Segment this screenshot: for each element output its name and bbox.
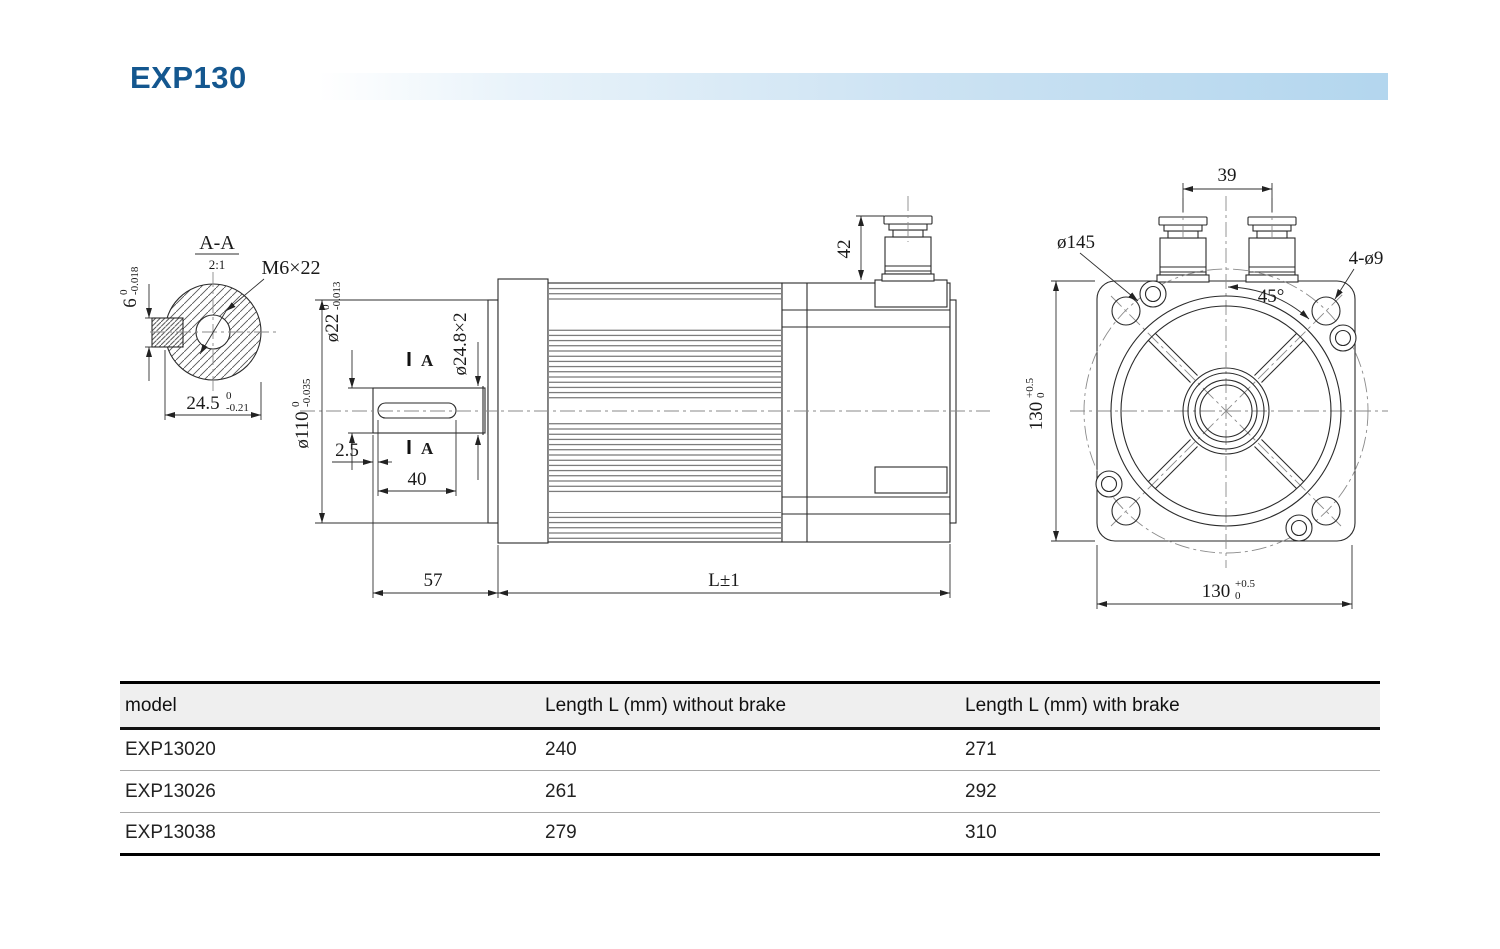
dim-connector-spacing: 39: [1218, 165, 1237, 186]
header-length-with-brake: Length L (mm) with brake: [965, 694, 1180, 716]
front-connector-right: [1245, 216, 1299, 283]
svg-text:ø110: ø110: [292, 411, 313, 448]
length-with-brake-cell: 292: [965, 780, 997, 802]
length-without-brake-cell: 261: [545, 780, 577, 802]
length-without-brake-cell: 279: [545, 822, 577, 843]
svg-text:-0.21: -0.21: [226, 402, 249, 414]
model-cell: EXP13026: [125, 780, 216, 802]
svg-text:0: 0: [1035, 392, 1047, 398]
svg-text:-0.018: -0.018: [129, 266, 141, 295]
dim-across-width: 24.5 0 -0.21: [186, 390, 249, 414]
table-row: EXP13026 261 292: [120, 771, 1380, 813]
table-row: EXP13038 279 310: [120, 813, 1380, 855]
page-title: EXP130: [130, 60, 247, 95]
dim-hole-angle: 45°: [1258, 286, 1285, 307]
svg-text:0: 0: [320, 304, 332, 310]
table-header-row: model Length L (mm) without brake Length…: [120, 682, 1380, 729]
svg-text:42: 42: [834, 240, 855, 259]
dim-groove-diameter: ø24.8×2: [450, 313, 471, 376]
svg-text:-0.035: -0.035: [301, 378, 313, 407]
model-length-table: model Length L (mm) without brake Length…: [120, 681, 1380, 856]
model-cell: EXP13038: [125, 822, 216, 843]
dim-flange-circle: ø145: [1057, 232, 1095, 253]
length-with-brake-cell: 271: [965, 739, 997, 760]
svg-text:0: 0: [290, 401, 302, 407]
aa-title: A-A: [199, 232, 235, 254]
dim-keyway-offset: 2.5: [335, 440, 359, 461]
dim-key-height: 6 0 -0.018: [118, 266, 141, 308]
header-model: model: [125, 694, 177, 716]
svg-text:0: 0: [226, 390, 232, 402]
svg-text:ø24.8×2: ø24.8×2: [450, 313, 471, 376]
section-mark-bottom: A: [421, 439, 434, 458]
svg-text:-0.013: -0.013: [331, 281, 343, 310]
side-view: [372, 215, 957, 544]
side-view-dimensions: ø110 0 -0.035 ø22 0 -0.013 ø24.8×2 2.5 4…: [290, 215, 951, 598]
header-length-without-brake: Length L (mm) without brake: [545, 694, 787, 716]
section-aa-view: A-A 2:1 M6×22 6 0 -0.018 24.5 0 -0.21: [118, 232, 321, 420]
svg-text:0: 0: [1235, 590, 1241, 602]
dim-flange-height: 130 +0.5 0: [1024, 378, 1047, 431]
dim-shaft-diameter: ø22 0 -0.013: [320, 281, 343, 342]
front-view-dimensions: 39 ø145 4-ø9 45° 130 +0.5 0 130 +0.5 0: [1024, 165, 1383, 609]
front-view-details: [1095, 280, 1357, 542]
svg-text:ø22: ø22: [322, 314, 343, 343]
dim-mounting-holes: 4-ø9: [1349, 248, 1384, 269]
svg-text:130: 130: [1202, 581, 1231, 602]
dim-connector-height: 42: [834, 240, 855, 259]
svg-text:130: 130: [1026, 402, 1047, 431]
table-row: EXP13020 240 271: [120, 729, 1380, 771]
length-with-brake-cell: 310: [965, 822, 997, 843]
svg-text:6: 6: [120, 298, 141, 308]
aa-scale: 2:1: [209, 257, 226, 272]
svg-text:+0.5: +0.5: [1024, 378, 1036, 398]
dim-keyway-length: 40: [408, 469, 427, 490]
dim-body-length: L±1: [708, 570, 740, 591]
dim-flange-width: 130 +0.5 0: [1202, 578, 1256, 602]
thread-spec-label: M6×22: [261, 257, 320, 279]
model-cell: EXP13020: [125, 739, 216, 760]
dim-shaft-length: 57: [424, 570, 443, 591]
svg-text:+0.5: +0.5: [1235, 578, 1255, 590]
dim-pilot-diameter: ø110 0 -0.035: [290, 378, 313, 449]
svg-text:0: 0: [118, 289, 130, 295]
section-mark-top: A: [421, 351, 434, 370]
svg-text:24.5: 24.5: [186, 393, 219, 414]
title-gradient-band: [318, 73, 1388, 100]
length-without-brake-cell: 240: [545, 739, 577, 760]
